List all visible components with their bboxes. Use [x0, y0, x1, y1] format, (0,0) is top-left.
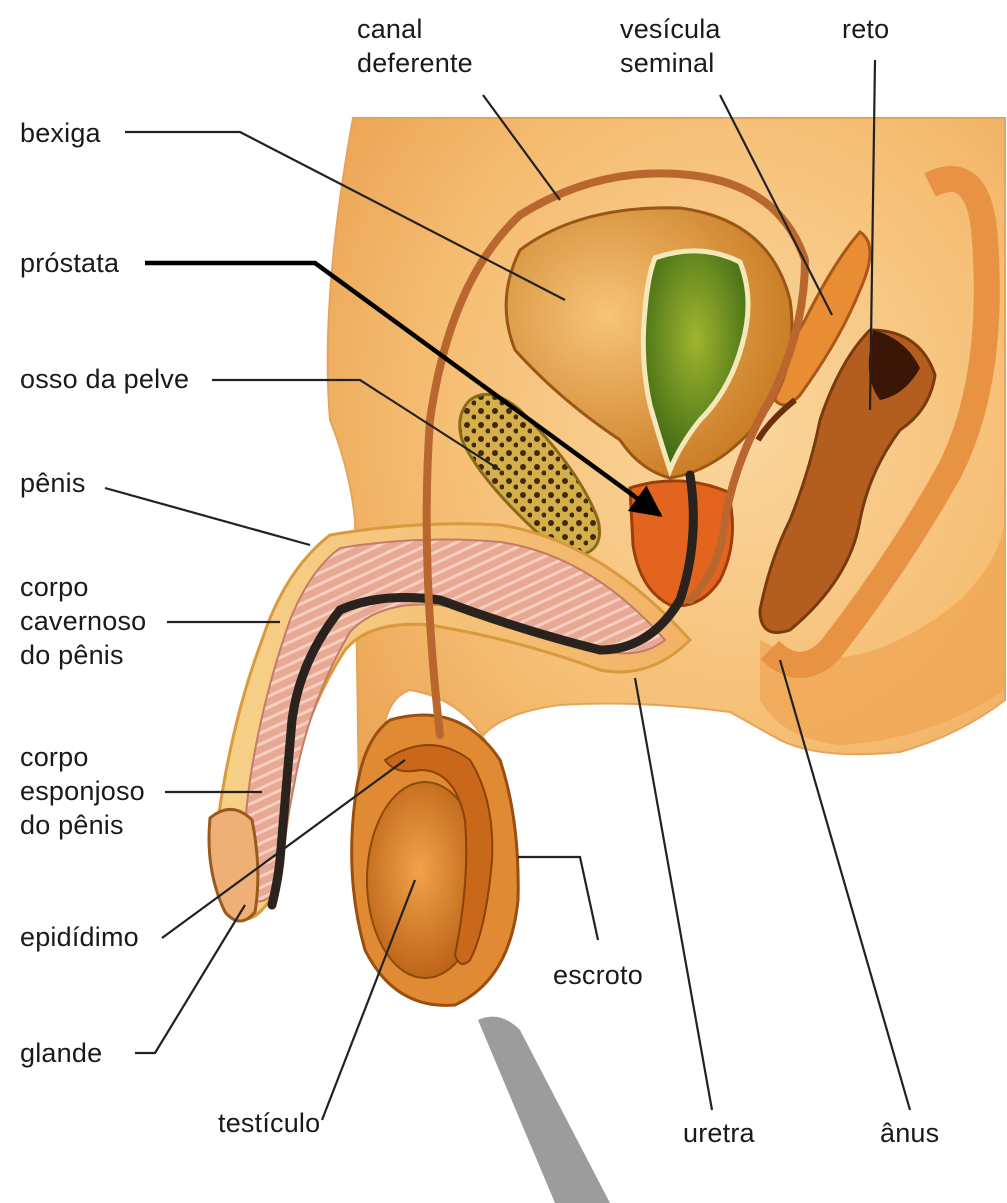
- label-prostata: próstata: [20, 246, 119, 280]
- label-penis: pênis: [20, 466, 86, 500]
- label-corpo-esponjoso: corpo esponjoso do pênis: [20, 740, 145, 842]
- label-glande: glande: [20, 1036, 102, 1070]
- label-corpo-cavernoso: corpo cavernoso do pênis: [20, 570, 146, 672]
- leader-penis: [105, 488, 310, 545]
- label-testiculo: testículo: [218, 1106, 320, 1140]
- label-reto: reto: [842, 12, 889, 46]
- label-canal-deferente: canal deferente: [357, 12, 473, 80]
- label-bexiga: bexiga: [20, 116, 101, 150]
- label-uretra: uretra: [683, 1116, 755, 1150]
- label-anus: ânus: [880, 1116, 939, 1150]
- label-epididimo: epidídimo: [20, 920, 139, 954]
- label-vesicula-seminal: vesícula seminal: [620, 12, 721, 80]
- label-osso-da-pelve: osso da pelve: [20, 362, 189, 396]
- leader-escroto: [518, 857, 598, 940]
- leader-uretra: [635, 678, 712, 1110]
- label-escroto: escroto: [553, 958, 643, 992]
- glans-shape: [209, 809, 258, 921]
- gray-pointer: [478, 1017, 610, 1203]
- leader-glande: [135, 905, 245, 1053]
